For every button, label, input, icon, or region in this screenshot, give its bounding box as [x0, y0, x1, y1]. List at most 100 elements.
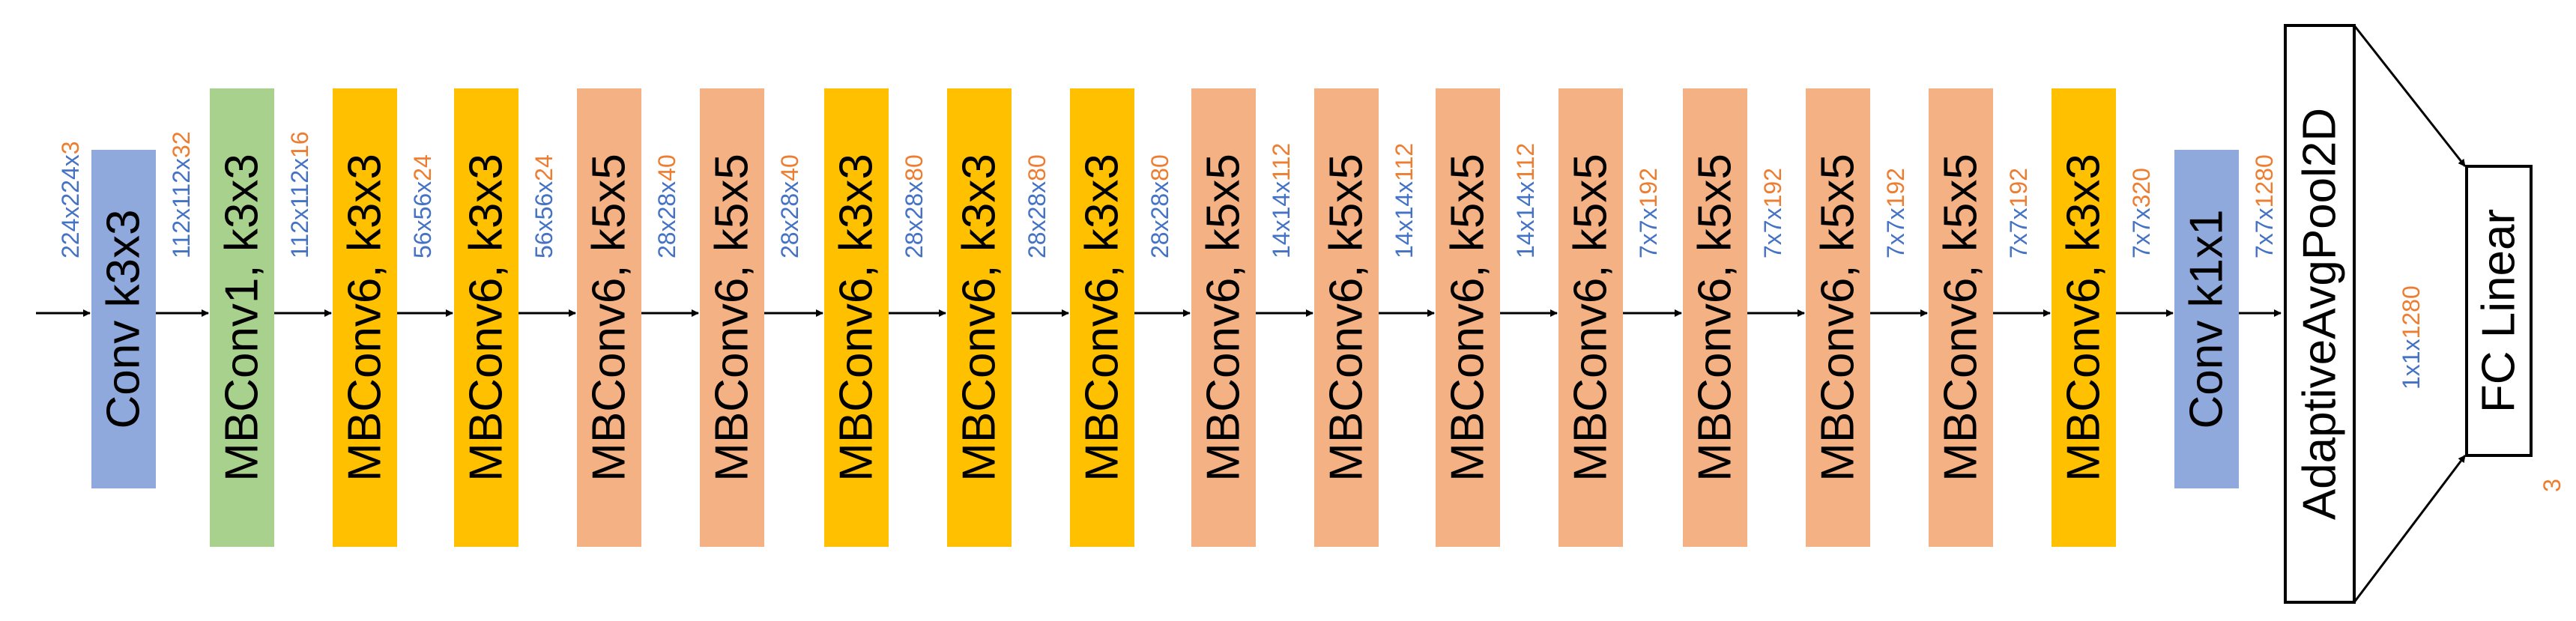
block-5-output-shape: 28x28x40 — [653, 154, 680, 258]
block-7-box — [824, 88, 889, 547]
block-14-box — [1683, 88, 1747, 547]
block-1-output-shape-dims: 112x112x — [168, 158, 195, 258]
fc-label: FC Linear — [2473, 209, 2525, 413]
block-14-output-shape: 7x7x192 — [1759, 168, 1786, 258]
block-14-output-shape-channels: 192 — [1759, 168, 1786, 207]
block-4-output-shape-channels: 24 — [530, 154, 557, 181]
pool-label: AdaptiveAvgPool2D — [2294, 108, 2346, 520]
block-16-box — [1929, 88, 1993, 547]
block-4-output-shape-dims: 56x56x — [530, 181, 557, 258]
pool-output-shape-dims: 1x1x — [2398, 339, 2425, 390]
block-8-output-shape: 28x28x80 — [1024, 154, 1050, 258]
pool-to-fc-bottom-arrow — [2353, 455, 2467, 603]
pool-to-fc-top-arrow — [2353, 25, 2467, 167]
block-18-output-shape: 7x7x1280 — [2251, 154, 2278, 258]
block-18-box — [2174, 150, 2239, 488]
block-11-output-shape: 14x14x112 — [1391, 143, 1418, 258]
block-3-box — [333, 88, 397, 547]
block-1-output-shape: 112x112x32 — [168, 131, 195, 258]
block-16-label: MBConv6, k5x5 — [1935, 154, 1987, 482]
block-16-output-shape-dims: 7x7x — [2005, 207, 2032, 258]
block-3-label: MBConv6, k3x3 — [339, 154, 391, 482]
block-7-output-shape-channels: 80 — [901, 154, 928, 181]
block-17-output-shape-channels: 320 — [2128, 168, 2155, 207]
block-2-output-shape: 112x112x16 — [286, 131, 313, 258]
block-9-output-shape: 28x28x80 — [1146, 154, 1173, 258]
block-3-output-shape-dims: 56x56x — [409, 181, 436, 258]
block-15-label: MBConv6, k5x5 — [1812, 154, 1864, 482]
fc-box — [2465, 165, 2533, 457]
block-2-output-shape-dims: 112x112x — [286, 158, 313, 258]
block-18-output-shape-dims: 7x7x — [2251, 207, 2278, 258]
block-2-output-shape-channels: 16 — [286, 131, 313, 158]
block-11-box — [1314, 88, 1379, 547]
block-13-label: MBConv6, k5x5 — [1565, 154, 1617, 482]
block-10-output-shape-channels: 112 — [1268, 143, 1295, 181]
block-6-box — [700, 88, 764, 547]
block-10-box — [1191, 88, 1256, 547]
block-2-box — [210, 88, 274, 547]
pool-output-shape-channels: 1280 — [2398, 285, 2425, 339]
block-8-box — [947, 88, 1012, 547]
block-6-output-shape: 28x28x40 — [776, 154, 803, 258]
fc-output-shape: 3 — [2539, 479, 2566, 492]
block-1-output-shape-channels: 32 — [168, 131, 195, 158]
block-5-box — [577, 88, 641, 547]
block-7-output-shape-dims: 28x28x — [901, 181, 928, 258]
block-6-output-shape-dims: 28x28x — [776, 181, 803, 258]
block-15-output-shape: 7x7x192 — [1882, 168, 1909, 258]
block-3-output-shape-channels: 24 — [409, 154, 436, 181]
block-12-label: MBConv6, k5x5 — [1442, 154, 1494, 482]
input-shape-label-dims: 224x224x — [57, 154, 84, 258]
block-4-label: MBConv6, k3x3 — [461, 154, 513, 482]
block-17-output-shape-dims: 7x7x — [2128, 207, 2155, 258]
block-11-output-shape-dims: 14x14x — [1391, 181, 1418, 258]
block-10-output-shape-dims: 14x14x — [1268, 181, 1295, 258]
block-9-box — [1070, 88, 1134, 547]
block-13-output-shape: 7x7x192 — [1635, 168, 1662, 258]
block-18-output-shape-channels: 1280 — [2251, 154, 2278, 207]
block-17-box — [2052, 88, 2116, 547]
block-1-label: Conv k3x3 — [98, 210, 150, 429]
block-7-label: MBConv6, k3x3 — [831, 154, 883, 482]
block-10-output-shape: 14x14x112 — [1268, 143, 1295, 258]
pool-output-shape: 1x1x1280 — [2398, 285, 2425, 390]
block-8-output-shape-channels: 80 — [1024, 154, 1050, 181]
block-11-label: MBConv6, k5x5 — [1321, 154, 1373, 482]
block-17-output-shape: 7x7x320 — [2128, 168, 2155, 258]
block-13-output-shape-dims: 7x7x — [1635, 207, 1662, 258]
input-shape-label-channels: 3 — [57, 141, 84, 154]
input-shape-label: 224x224x3 — [57, 141, 84, 258]
block-13-output-shape-channels: 192 — [1635, 168, 1662, 207]
block-14-label: MBConv6, k5x5 — [1690, 154, 1741, 482]
block-12-output-shape-dims: 14x14x — [1512, 181, 1539, 258]
block-9-output-shape-channels: 80 — [1146, 154, 1173, 181]
block-9-output-shape-dims: 28x28x — [1146, 181, 1173, 258]
block-10-label: MBConv6, k5x5 — [1198, 154, 1250, 482]
block-13-box — [1558, 88, 1623, 547]
block-9-label: MBConv6, k3x3 — [1077, 154, 1128, 482]
block-15-output-shape-dims: 7x7x — [1882, 207, 1909, 258]
block-17-label: MBConv6, k3x3 — [2058, 154, 2110, 482]
block-5-output-shape-dims: 28x28x — [653, 181, 680, 258]
pool-box — [2284, 24, 2356, 604]
block-5-label: MBConv6, k5x5 — [584, 154, 635, 482]
block-12-box — [1436, 88, 1500, 547]
block-8-label: MBConv6, k3x3 — [954, 154, 1006, 482]
block-4-output-shape: 56x56x24 — [530, 154, 557, 258]
block-7-output-shape: 28x28x80 — [901, 154, 928, 258]
block-14-output-shape-dims: 7x7x — [1759, 207, 1786, 258]
block-12-output-shape-channels: 112 — [1512, 143, 1539, 181]
block-15-output-shape-channels: 192 — [1882, 168, 1909, 207]
block-1-box — [91, 150, 156, 488]
block-5-output-shape-channels: 40 — [653, 154, 680, 181]
block-16-output-shape-channels: 192 — [2005, 168, 2032, 207]
block-6-label: MBConv6, k5x5 — [707, 154, 758, 482]
block-15-box — [1806, 88, 1870, 547]
block-3-output-shape: 56x56x24 — [409, 154, 436, 258]
block-2-label: MBConv1, k3x3 — [217, 154, 268, 482]
block-6-output-shape-channels: 40 — [776, 154, 803, 181]
block-16-output-shape: 7x7x192 — [2005, 168, 2032, 258]
